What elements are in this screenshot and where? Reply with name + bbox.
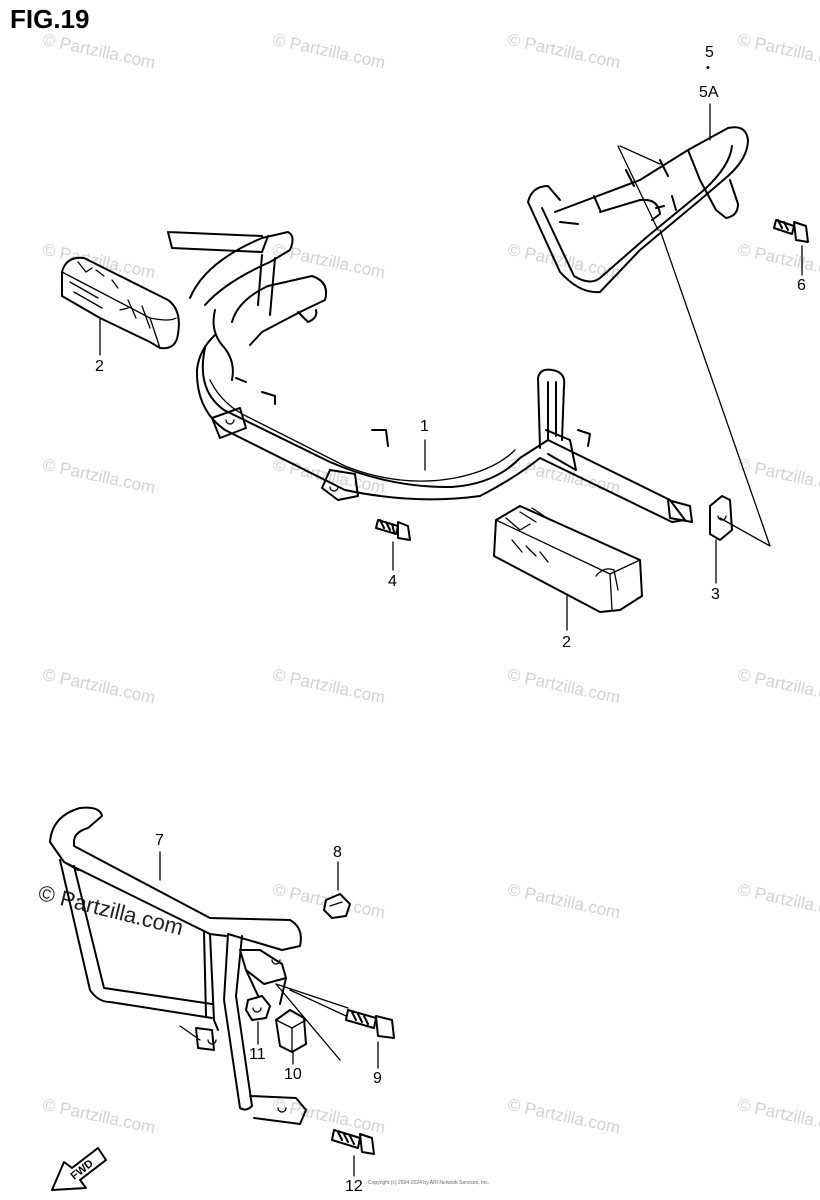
callout-5-dot: • [706,62,710,74]
bolt-6 [773,219,809,243]
callout-4: 4 [388,573,397,590]
callout-6: 6 [797,277,806,294]
callout-10: 10 [284,1066,302,1083]
bolt-9 [345,1009,395,1039]
callout-7: 7 [155,832,164,849]
callout-5a: 5A [699,84,719,101]
callout-3: 3 [711,586,720,603]
collar-10 [275,1009,307,1053]
front-guard-7 [49,806,307,1125]
nut-11 [245,995,271,1021]
copyright-footer: Copyright (c) 2004-2024 by ARI Network S… [368,1180,490,1186]
footrest-bar-frame [167,231,693,523]
forward-arrow-icon [51,1147,107,1191]
callout-1: 1 [420,418,429,435]
callout-8: 8 [333,844,342,861]
callout-9: 9 [373,1070,382,1087]
footrest-rubber-left [61,256,180,350]
bolt-12 [331,1129,375,1155]
footrest-rubber-right [493,505,643,613]
callout-11: 11 [249,1046,266,1063]
callout-2-right: 2 [562,634,571,651]
cap-nut-8 [323,893,351,919]
callout-2-left: 2 [95,358,104,375]
callout-5: 5 [705,44,714,61]
assembly-line [617,145,771,547]
figure-title: FIG.19 [10,4,90,34]
callout-leaders [99,103,803,1177]
bolt-4 [375,519,411,541]
callout-12: 12 [345,1178,363,1195]
guard-bar-5 [527,126,749,294]
